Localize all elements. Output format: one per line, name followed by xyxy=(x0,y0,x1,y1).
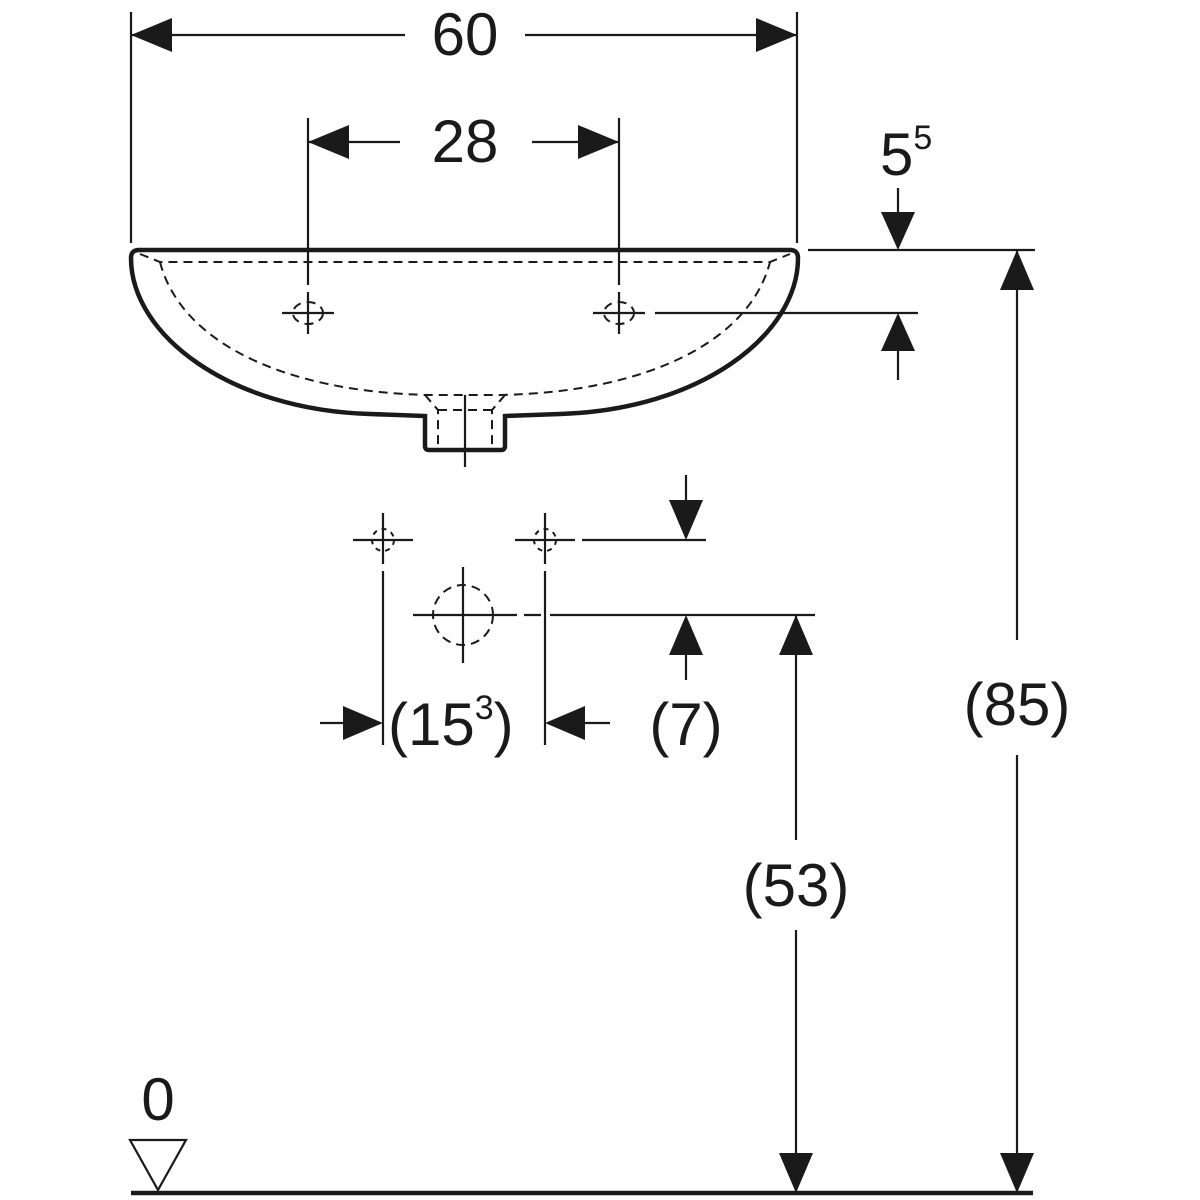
supply-spacing-label: (15 xyxy=(388,691,475,758)
dimension-tap-hole-spacing: 28 xyxy=(306,108,621,285)
tap-hole-left xyxy=(282,292,334,334)
tap-hole-right xyxy=(593,292,645,334)
floor-level: 0 xyxy=(128,1066,1033,1196)
basin xyxy=(128,247,801,467)
dimension-rim-height: (85) xyxy=(964,250,1071,1193)
dimension-rim-to-tap-hole: 55 xyxy=(655,119,1035,380)
floor-level-marker-icon xyxy=(128,1138,188,1193)
dimension-waste-height: (53) xyxy=(743,615,850,1193)
dimension-supply-spacing: (153) xyxy=(320,689,610,758)
rim-to-tap-hole-label: 5 xyxy=(880,121,913,188)
tap-hole-spacing-label: 28 xyxy=(432,108,499,175)
supply-above-waste-label: (7) xyxy=(649,691,722,758)
waste-height-label: (53) xyxy=(743,852,850,919)
dimension-supply-above-waste: (7) xyxy=(649,475,723,758)
waste-connection xyxy=(413,567,815,663)
dimension-overall-width: 60 xyxy=(129,1,799,243)
rim-to-tap-hole-superscript: 5 xyxy=(913,119,932,157)
overall-width-label: 60 xyxy=(432,1,499,68)
supply-spacing-close: ) xyxy=(494,691,514,758)
supply-spacing-superscript: 3 xyxy=(475,689,494,727)
supply-connections xyxy=(353,513,706,745)
rim-height-label: (85) xyxy=(964,671,1071,738)
svg-text:(153): (153) xyxy=(388,689,514,758)
svg-text:55: 55 xyxy=(880,119,932,188)
floor-level-label: 0 xyxy=(141,1066,174,1133)
